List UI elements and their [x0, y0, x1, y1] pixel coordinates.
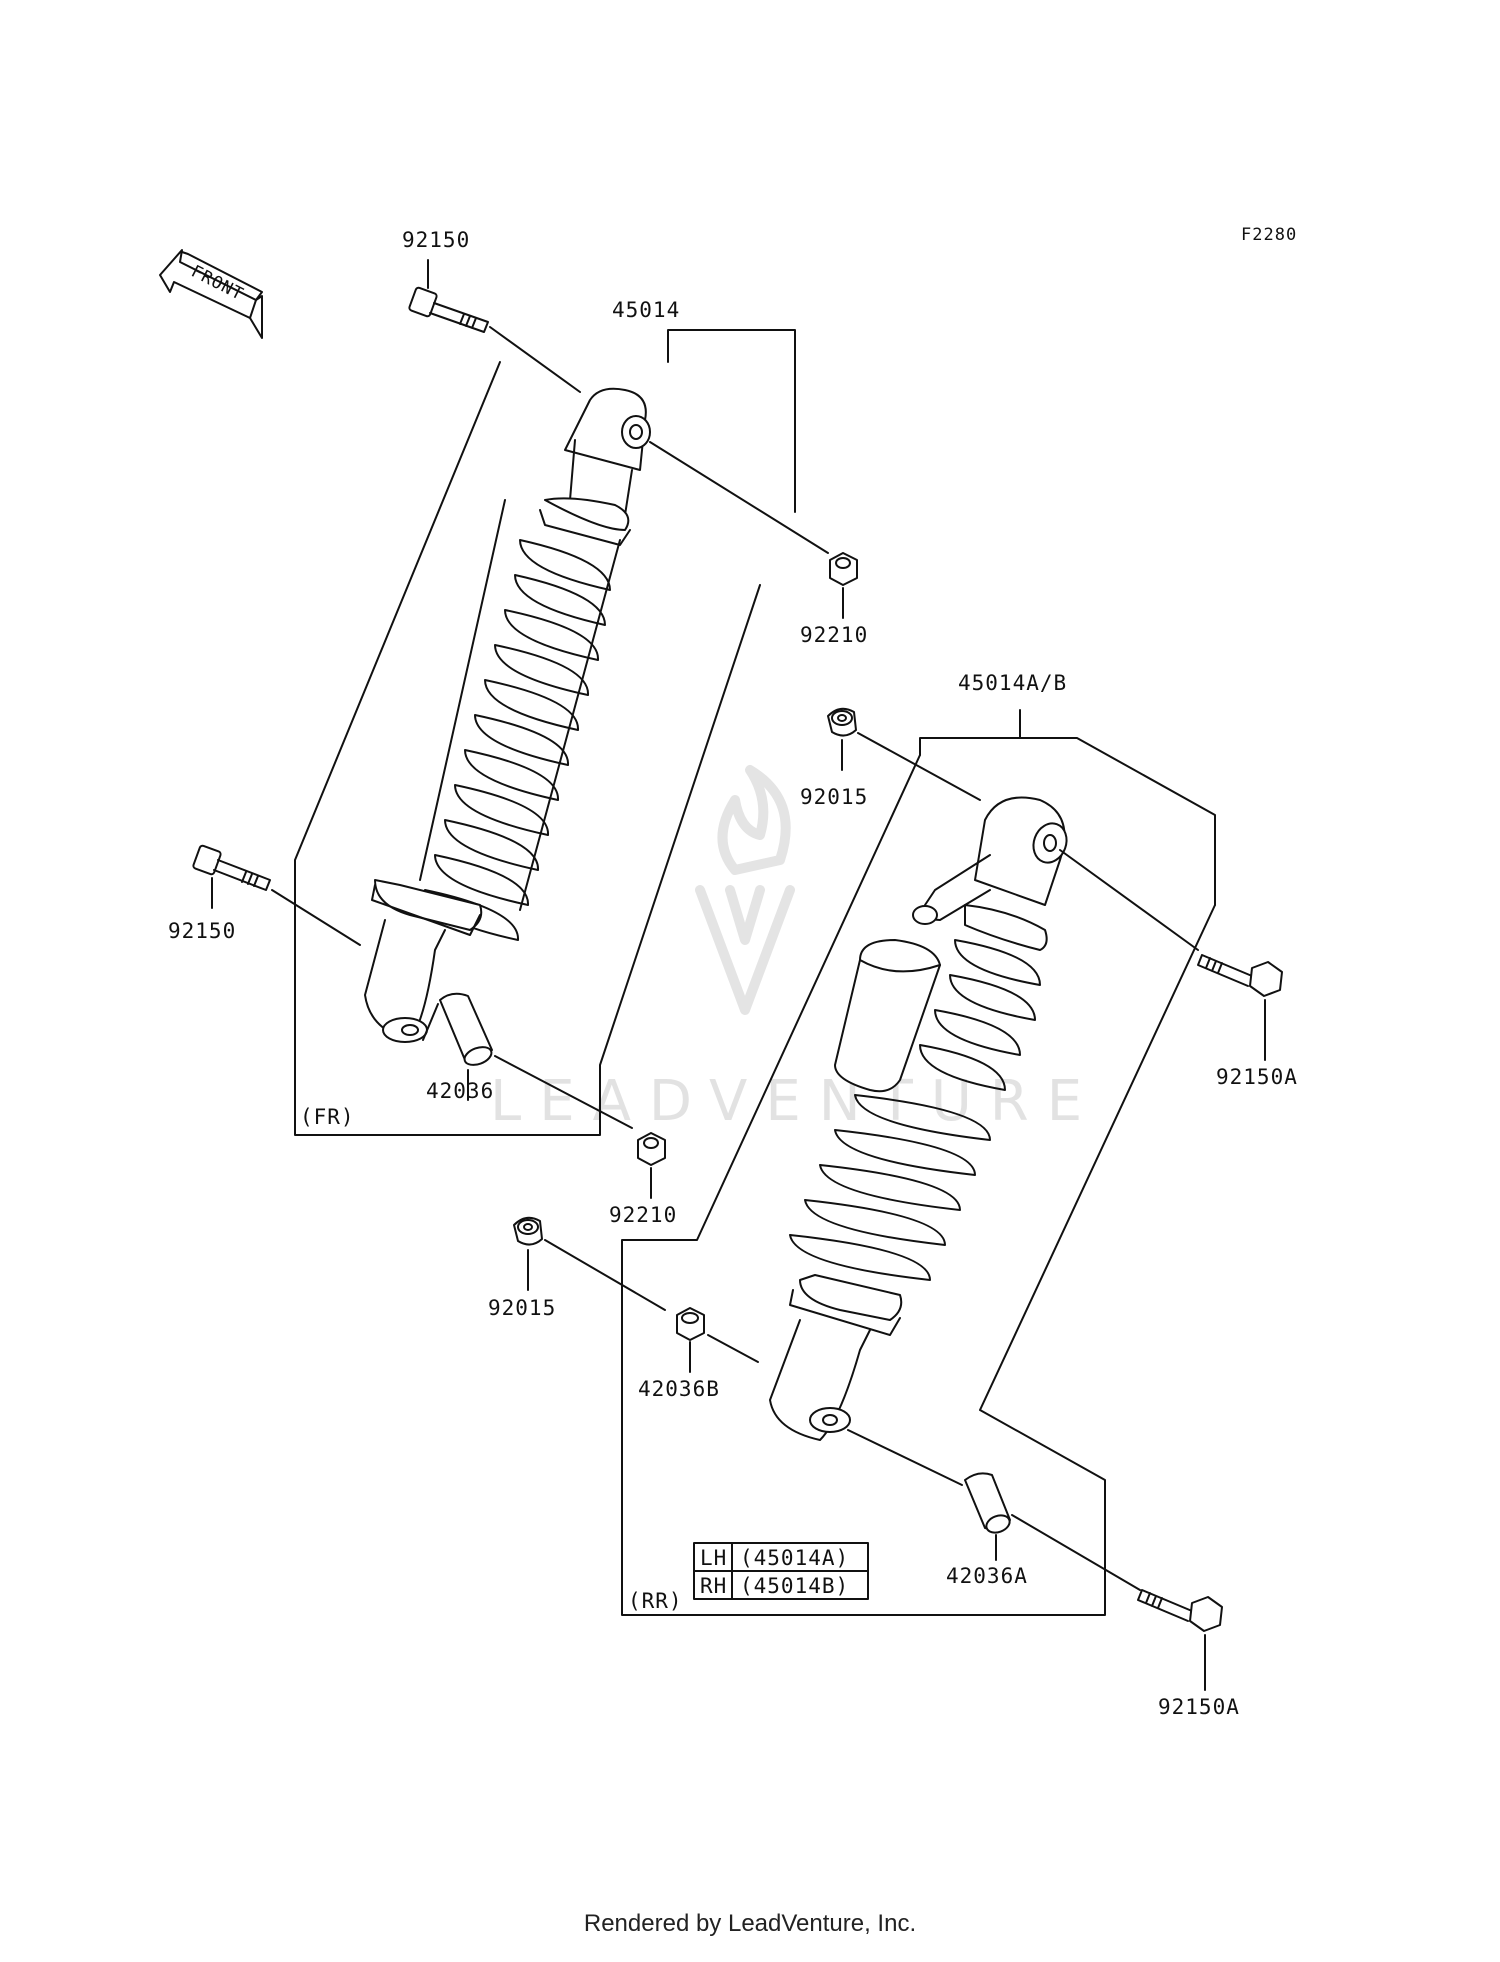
label-group-fr: (FR)	[300, 1105, 355, 1129]
label-collar-rr-b: 42036B	[638, 1377, 720, 1401]
nut-fr-bottom-icon	[637, 1132, 666, 1166]
nut-rr-top-icon	[827, 707, 857, 737]
footer-credit: Rendered by LeadVenture, Inc.	[583, 1910, 917, 1937]
nut-fr-top-icon	[829, 552, 858, 586]
table-part-lh: (45014A)	[740, 1546, 849, 1570]
watermark-logo	[695, 765, 795, 1015]
nut-rr-bottom-icon	[513, 1216, 543, 1246]
label-shock-rr: 45014A/B	[958, 671, 1067, 695]
label-group-rr: (RR)	[628, 1589, 683, 1613]
label-nut-fr-top: 92210	[800, 623, 868, 647]
fr-group-border	[294, 361, 761, 1136]
side-table	[693, 1542, 869, 1600]
collar-rr-a-icon	[964, 1472, 1011, 1534]
bolt-rr-top-icon	[1197, 954, 1283, 997]
label-shock-fr: 45014	[612, 298, 680, 322]
collar-rr-b-icon	[676, 1307, 705, 1341]
table-side-lh: LH	[700, 1546, 727, 1570]
label-collar-fr: 42036	[426, 1079, 494, 1103]
watermark-text: LEADVENTURE	[490, 1069, 1100, 1134]
collar-fr-icon	[439, 992, 493, 1066]
table-side-rh: RH	[700, 1574, 727, 1598]
bracket-45014	[667, 329, 796, 513]
front-arrow-icon: FRONT	[159, 249, 263, 339]
label-nut-fr-bottom: 92210	[609, 1203, 677, 1227]
table-part-rh: (45014B)	[740, 1574, 849, 1598]
label-bolt-fr-top: 92150	[402, 228, 470, 252]
label-nut-rr-top: 92015	[800, 785, 868, 809]
label-collar-rr-a: 42036A	[946, 1564, 1028, 1588]
shock-absorber-rr	[769, 796, 1068, 1441]
label-nut-rr-bottom: 92015	[488, 1296, 556, 1320]
bolt-rr-bottom-icon	[1137, 1589, 1223, 1632]
label-bolt-fr-bottom: 92150	[168, 919, 236, 943]
bolt-fr-top-icon	[408, 286, 489, 333]
bolt-fr-bottom-icon	[192, 844, 271, 891]
diagram-code: F2280	[1241, 225, 1297, 245]
label-bolt-rr-bottom: 92150A	[1158, 1695, 1240, 1719]
label-bolt-rr-top: 92150A	[1216, 1065, 1298, 1089]
shock-absorber-fr	[364, 387, 651, 1043]
